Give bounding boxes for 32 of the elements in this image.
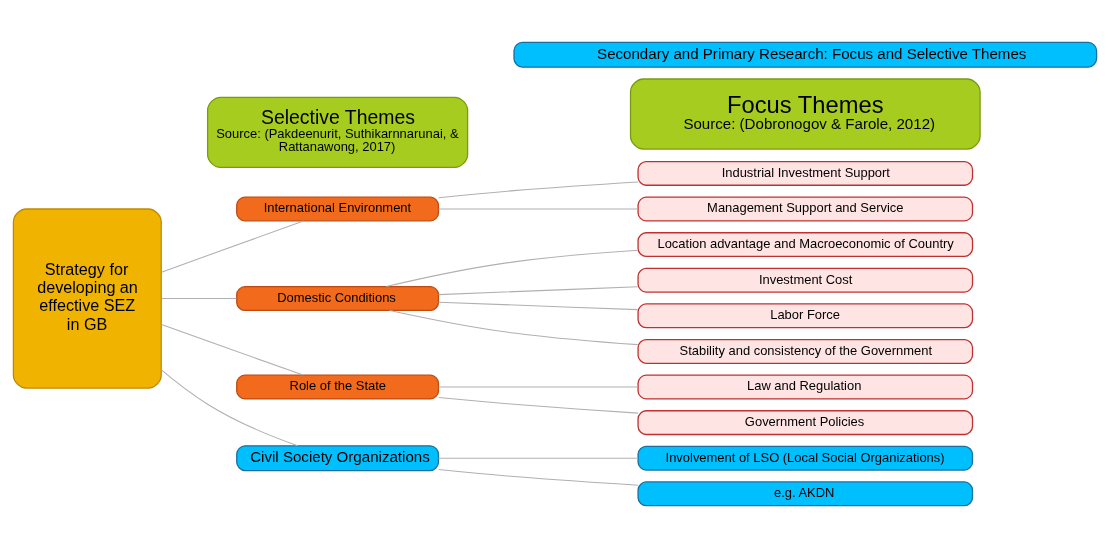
connector	[389, 309, 639, 346]
node-box: Focus Themes Source: (Dobronogov & Farole, 2012)	[629, 78, 981, 150]
node-box: International Environment	[236, 196, 440, 222]
connector	[438, 181, 639, 199]
connector	[160, 220, 304, 273]
connector	[438, 468, 639, 486]
node-box: Location advantage and Macroeconomic of Country	[637, 232, 974, 258]
connector	[438, 396, 639, 414]
node-box: Role of the State	[236, 374, 440, 400]
node-box: Strategy for developing an effective SEZ in GB	[12, 208, 162, 389]
node-box: Labor Force	[637, 303, 974, 329]
node-box: Government Policies	[637, 410, 974, 436]
node-box: Secondary and Primary Research: Focus and Selective Themes	[513, 41, 1098, 68]
node-box: Stability and consistency of the Government	[637, 338, 974, 364]
connector	[160, 369, 299, 447]
connector	[438, 386, 639, 388]
connector	[438, 301, 639, 311]
connector	[385, 249, 639, 288]
node-box: Management Support and Service	[637, 196, 974, 222]
node-box: e.g. AKDN	[637, 481, 974, 507]
node-box: Selective Themes Source: (Pakdeenurit, Suthikarnnarunai, & Rattanawong, 2017)	[206, 96, 469, 169]
connector	[160, 298, 237, 300]
connector	[160, 324, 304, 376]
node-box: Industrial Investment Support	[637, 160, 974, 186]
connector	[438, 208, 639, 210]
node-box: Involvement of LSO (Local Social Organizations)	[637, 445, 974, 471]
connector	[438, 457, 639, 459]
node-box: Law and Regulation	[637, 374, 974, 400]
connector	[438, 286, 639, 296]
node-box: Domestic Conditions	[236, 286, 440, 312]
node-box: Civil Society Organizations	[236, 445, 440, 472]
node-box: Investment Cost	[637, 267, 974, 293]
